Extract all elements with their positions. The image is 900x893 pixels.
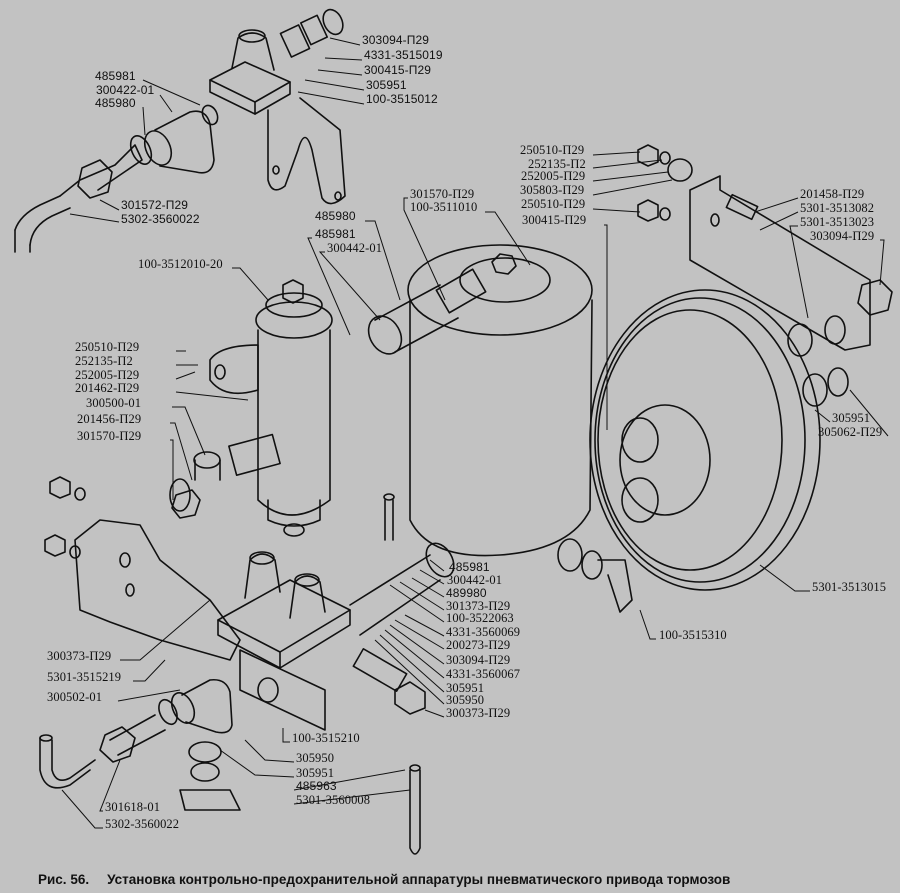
tank-inlet-fitting (367, 268, 487, 355)
loose-nuts-left (44, 476, 86, 559)
part-label: 301570-П29 (77, 429, 142, 443)
lower-elbow-fitting (39, 678, 241, 811)
part-label: 5301-3513023 (800, 215, 875, 229)
part-label: 303094-П29 (446, 653, 511, 667)
part-label: 252005-П29 (521, 169, 586, 183)
part-label: 300422-01 (96, 83, 155, 97)
part-label: 5301-3513082 (800, 201, 875, 215)
test-connector (383, 493, 421, 855)
part-label: 301618-01 (105, 800, 161, 814)
part-label: 485980 (95, 96, 136, 110)
left-bracket (74, 519, 241, 661)
part-label: 300442-01 (447, 573, 503, 587)
part-label: 252135-П2 (75, 354, 133, 368)
part-label: 300442-01 (327, 241, 383, 255)
part-label: 303094-П29 (810, 229, 875, 243)
part-label: 4331-3515019 (364, 48, 443, 62)
part-label: 200273-П29 (446, 638, 511, 652)
part-label: 301570-П29 (410, 187, 475, 201)
leader-lines (61, 37, 889, 829)
part-label: 305951 (446, 681, 485, 695)
part-label: 305062-П29 (818, 425, 883, 439)
top-fitting-stack (279, 8, 344, 58)
part-label: 301572-П29 (121, 198, 189, 212)
part-label: 252135-П2 (528, 157, 586, 171)
part-label: 250510-П29 (521, 197, 586, 211)
part-label: 100-3512010-20 (138, 257, 223, 271)
part-label: 305951 (296, 766, 335, 780)
part-label: 305950 (446, 693, 485, 707)
part-label: 485981 (449, 560, 490, 574)
part-label: 300500-01 (86, 396, 142, 410)
part-label: 305950 (296, 751, 335, 765)
figure-caption: Рис. 56. Установка контрольно-предохранит… (38, 872, 748, 887)
part-label: 5301-3560008 (296, 793, 371, 807)
figure-number: Рис. 56. (38, 872, 90, 887)
lower-right-fitting (349, 542, 455, 715)
part-label: 485963 (296, 779, 337, 793)
part-label: 300373-П29 (47, 649, 112, 663)
part-label: 4331-3560067 (446, 667, 521, 681)
part-label: 300415-П29 (522, 213, 587, 227)
top-elbow-fitting (14, 104, 219, 253)
part-label: 250510-П29 (75, 340, 140, 354)
part-label: 100-3515210 (292, 731, 360, 745)
part-label: 485981 (315, 227, 356, 241)
part-label: 485981 (95, 69, 136, 83)
protection-valve (169, 279, 333, 537)
air-receiver (407, 244, 593, 557)
lower-valve-block (217, 551, 351, 731)
part-label: 305951 (832, 411, 871, 425)
part-label: 100-3522063 (446, 611, 514, 625)
part-label: 5302-3560022 (105, 817, 180, 831)
part-label: 250510-П29 (520, 143, 585, 157)
part-label: 201456-П29 (77, 412, 142, 426)
drain-valve (557, 538, 633, 613)
part-label: 5302-3560022 (121, 212, 200, 226)
small-nuts (637, 144, 693, 222)
part-label: 305803-П29 (520, 183, 585, 197)
part-label: 201462-П29 (75, 381, 140, 395)
brake-chamber (589, 289, 821, 591)
part-label: 4331-3560069 (446, 625, 521, 639)
part-label: 301373-П29 (446, 599, 511, 613)
part-label: 305951 (366, 78, 407, 92)
part-label: 252005-П29 (75, 368, 140, 382)
top-pressure-regulator (209, 29, 346, 205)
part-label: 100-3511010 (410, 200, 478, 214)
part-label: 5301-3515219 (47, 670, 122, 684)
figure-title: Установка контрольно-предохранительной а… (107, 872, 731, 887)
part-label: 485980 (315, 209, 356, 223)
part-label: 100-3515012 (366, 92, 438, 106)
part-label: 300502-01 (47, 690, 103, 704)
part-label: 300415-П29 (364, 63, 432, 77)
part-label: 5301-3513015 (812, 580, 887, 594)
part-label: 201458-П29 (800, 187, 865, 201)
part-label: 489980 (446, 586, 487, 600)
part-label: 303094-П29 (362, 33, 430, 47)
part-label: 100-3515310 (659, 628, 727, 642)
part-label: 300373-П29 (446, 706, 511, 720)
